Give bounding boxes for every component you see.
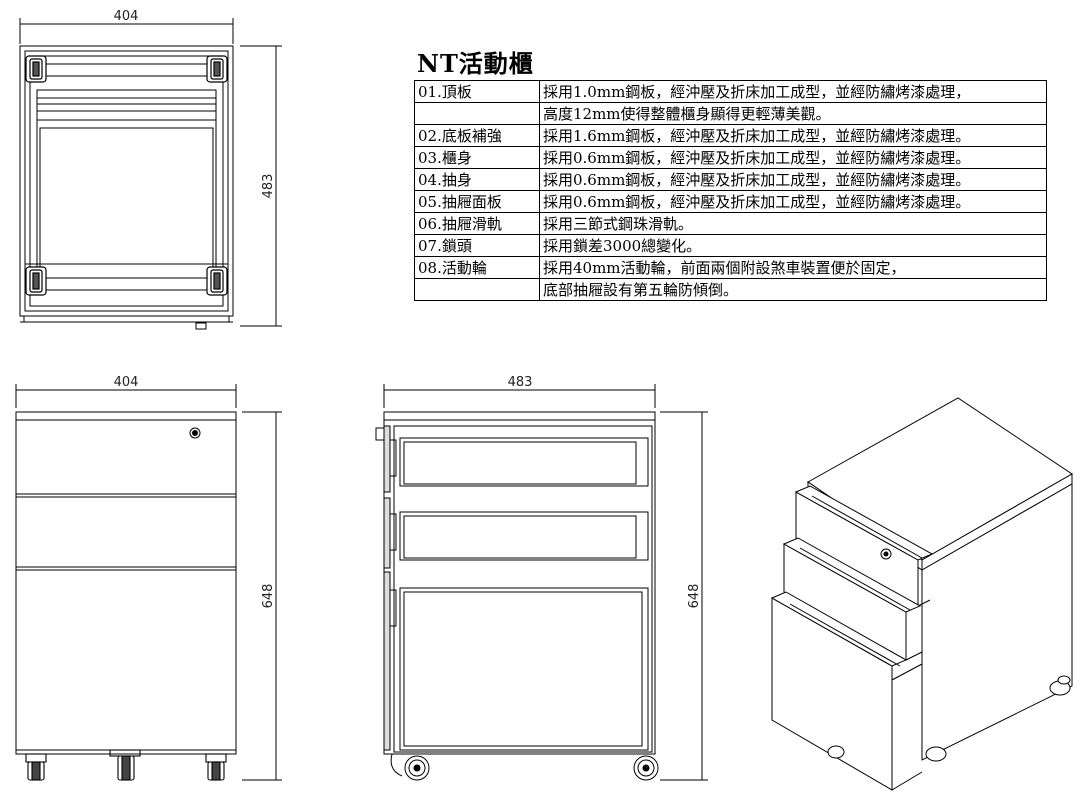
spec-row: 高度12mm使得整體櫃身顯得更輕薄美觀。 <box>414 102 1047 125</box>
spec-label: 05.抽屜面板 <box>414 190 540 213</box>
spec-text: 採用0.6mm鋼板，經沖壓及折床加工成型，並經防繡烤漆處理。 <box>539 190 1047 213</box>
front-view <box>15 384 282 781</box>
dim-front-width: 404 <box>114 375 139 390</box>
spec-label: 06.抽屜滑軌 <box>414 212 540 235</box>
spec-text: 底部抽屜設有第五輪防傾倒。 <box>539 278 1047 301</box>
spec-text: 採用1.0mm鋼板，經沖壓及折床加工成型，並經防繡烤漆處理， <box>539 80 1047 103</box>
spec-label: 03.櫃身 <box>414 146 540 169</box>
spec-label: 04.抽身 <box>414 168 540 191</box>
spec-label: 08.活動輪 <box>414 256 540 279</box>
spec-table: 01.頂板採用1.0mm鋼板，經沖壓及折床加工成型，並經防繡烤漆處理，高度12m… <box>414 80 1047 301</box>
dim-side-depth: 483 <box>508 375 533 390</box>
spec-text: 採用0.6mm鋼板，經沖壓及折床加工成型，並經防繡烤漆處理。 <box>539 168 1047 191</box>
spec-text: 採用40mm活動輪，前面兩個附設煞車裝置便於固定， <box>539 256 1047 279</box>
dim-front-height: 648 <box>261 584 276 609</box>
spec-label <box>414 102 540 125</box>
spec-text: 採用三節式鋼珠滑軌。 <box>539 212 1047 235</box>
spec-row: 05.抽屜面板採用0.6mm鋼板，經沖壓及折床加工成型，並經防繡烤漆處理。 <box>414 190 1047 213</box>
spec-row: 04.抽身採用0.6mm鋼板，經沖壓及折床加工成型，並經防繡烤漆處理。 <box>414 168 1047 191</box>
spec-label: 02.底板補強 <box>414 124 540 147</box>
spec-row: 06.抽屜滑軌採用三節式鋼珠滑軌。 <box>414 212 1047 235</box>
spec-row: 02.底板補強採用1.6mm鋼板，經沖壓及折床加工成型，並經防繡烤漆處理。 <box>414 124 1047 147</box>
spec-text: 採用鎖差3000總變化。 <box>539 234 1047 257</box>
spec-row: 07.鎖頭採用鎖差3000總變化。 <box>414 234 1047 257</box>
dim-top-width: 404 <box>114 9 139 24</box>
isometric-view <box>770 397 1073 791</box>
spec-label <box>414 278 540 301</box>
spec-text: 採用1.6mm鋼板，經沖壓及折床加工成型，並經防繡烤漆處理。 <box>539 124 1047 147</box>
spec-text: 高度12mm使得整體櫃身顯得更輕薄美觀。 <box>539 102 1047 125</box>
spec-row: 底部抽屜設有第五輪防傾倒。 <box>414 278 1047 301</box>
dim-side-height: 648 <box>687 584 702 609</box>
dim-top-depth: 483 <box>261 174 276 199</box>
top-view <box>19 18 282 330</box>
spec-text: 採用0.6mm鋼板，經沖壓及折床加工成型，並經防繡烤漆處理。 <box>539 146 1047 169</box>
side-view <box>375 384 708 781</box>
spec-row: 03.櫃身採用0.6mm鋼板，經沖壓及折床加工成型，並經防繡烤漆處理。 <box>414 146 1047 169</box>
spec-label: 07.鎖頭 <box>414 234 540 257</box>
spec-row: 01.頂板採用1.0mm鋼板，經沖壓及折床加工成型，並經防繡烤漆處理， <box>414 80 1047 103</box>
spec-label: 01.頂板 <box>414 80 540 103</box>
spec-title: NT活動櫃 <box>417 49 534 78</box>
spec-row: 08.活動輪採用40mm活動輪，前面兩個附設煞車裝置便於固定， <box>414 256 1047 279</box>
